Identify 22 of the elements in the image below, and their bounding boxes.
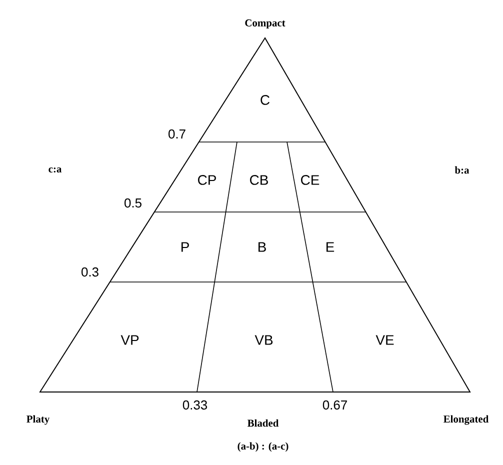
region-label: CB xyxy=(250,175,268,185)
tick-label: 0.67 xyxy=(322,400,347,410)
axis-label: Elongated xyxy=(444,415,489,425)
axis-label: (a-b) : (a-c) xyxy=(238,442,288,452)
region-label: P xyxy=(182,242,189,252)
axis-label: Platy xyxy=(26,415,50,425)
region-label: VB xyxy=(254,335,273,345)
region-label: VE xyxy=(376,335,394,345)
region-label: C xyxy=(260,95,270,105)
tick-label: 0.7 xyxy=(168,129,186,139)
tick-label: 0.33 xyxy=(182,400,208,410)
region-label: VP xyxy=(120,335,139,345)
axis-label: Bladed xyxy=(247,419,279,427)
region-label: CP xyxy=(198,175,216,185)
axis-label: b:a xyxy=(454,166,470,174)
region-label: CE xyxy=(301,175,320,185)
axis-label: Compact xyxy=(245,19,286,29)
tick-label: 0.3 xyxy=(82,267,98,277)
region-label: B xyxy=(258,242,266,252)
tick-label: 0.5 xyxy=(124,198,142,208)
axis-label: c:a xyxy=(48,167,62,173)
region-label: E xyxy=(326,242,334,252)
